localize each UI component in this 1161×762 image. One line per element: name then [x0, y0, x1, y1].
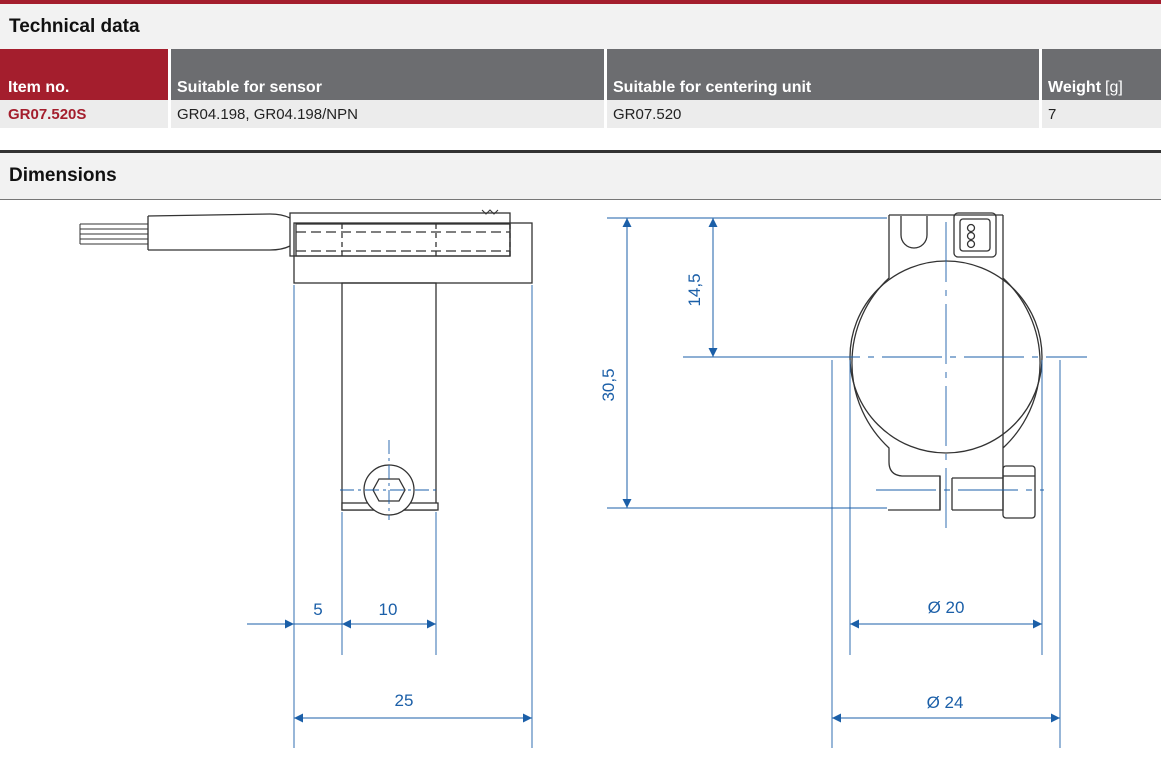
column-separator [604, 49, 607, 128]
cell-centering-unit: GR07.520 [613, 105, 682, 123]
connector-icon [953, 212, 997, 258]
dim-label-10: 10 [379, 600, 398, 619]
header-weight: Weight[g] [1040, 49, 1161, 100]
dimensions-top-rule [0, 150, 1161, 153]
cell-sensor: GR04.198, GR04.198/NPN [177, 105, 358, 123]
cable-icon [147, 213, 291, 251]
dim-label-d24: Ø 24 [927, 693, 964, 712]
dim-label-5: 5 [313, 600, 322, 619]
table-header-row: Item no. Suitable for sensor Suitable fo… [0, 49, 1161, 100]
top-accent-rule [0, 0, 1161, 4]
header-centering-unit: Suitable for centering unit [605, 49, 1040, 100]
keyhole-slot-icon [900, 216, 928, 249]
dim-label-25: 25 [395, 691, 414, 710]
table-row: GR07.520S GR04.198, GR04.198/NPN GR07.52… [0, 100, 1161, 128]
dim-label-d20: Ø 20 [928, 598, 965, 617]
clamp-screw-icon [1002, 465, 1036, 519]
cell-item-no: GR07.520S [8, 105, 87, 123]
dimensions-underline [0, 199, 1161, 200]
sensor-body-icon [289, 212, 511, 257]
dim-label-30-5: 30,5 [599, 368, 618, 401]
cable-wires-icon [79, 223, 148, 245]
header-suitable-sensor: Suitable for sensor [169, 49, 605, 100]
side-extension-lines [293, 285, 533, 748]
header-item-no: Item no. [0, 49, 169, 100]
dim-label-14-5: 14,5 [685, 273, 704, 306]
side-view [79, 209, 533, 516]
column-separator [168, 49, 171, 128]
cell-weight: 7 [1048, 105, 1057, 123]
dimensions-band [0, 153, 1161, 199]
dimensions-title: Dimensions [9, 165, 117, 186]
technical-data-band [0, 4, 1161, 49]
front-extension-lines [607, 217, 1061, 748]
technical-data-title: Technical data [9, 16, 140, 37]
column-separator [1039, 49, 1042, 128]
